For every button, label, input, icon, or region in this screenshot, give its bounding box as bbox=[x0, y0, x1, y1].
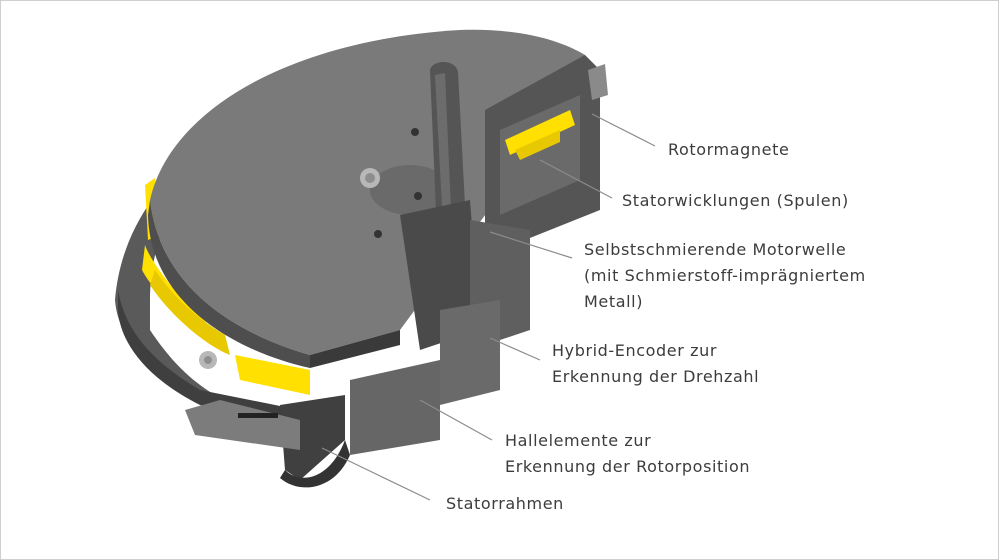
leader-statorwicklungen bbox=[539, 159, 613, 199]
stator-frame-base bbox=[280, 395, 345, 480]
leader-statorrahmen bbox=[321, 447, 431, 501]
winding-coil-bottom bbox=[235, 355, 310, 395]
rotor-cut-face bbox=[310, 330, 400, 368]
rotor-top-disc bbox=[150, 29, 585, 356]
pcb-pins bbox=[238, 413, 278, 418]
label-encoder: Hybrid-Encoder zur Erkennung der Drehzah… bbox=[552, 341, 760, 386]
leader-motorwelle bbox=[489, 231, 573, 259]
stator-outer-ring bbox=[115, 150, 220, 395]
label-hall: Hallelemente zur Erkennung der Rotorposi… bbox=[505, 431, 751, 476]
leader-hall bbox=[419, 399, 493, 441]
hole-top bbox=[411, 128, 419, 136]
winding-coil-right-lower bbox=[515, 130, 560, 160]
rotor-disc-edge bbox=[148, 200, 310, 368]
label-statorwicklungen: Statorwicklungen (Spulen) bbox=[622, 191, 849, 210]
label-statorrahmen: Statorrahmen bbox=[446, 494, 564, 513]
winding-coil-lower-left bbox=[150, 270, 230, 355]
rotor-magnet-tab bbox=[588, 64, 608, 100]
hole-hub bbox=[414, 192, 422, 200]
stator-frame-rim bbox=[280, 440, 350, 488]
pcb-board bbox=[185, 400, 300, 450]
hall-sensor-block bbox=[350, 360, 440, 455]
hole-bottom bbox=[374, 230, 382, 238]
rotor-hub bbox=[370, 165, 450, 215]
encoder-block bbox=[440, 300, 500, 405]
leader-lines bbox=[321, 113, 656, 501]
label-rotormagnete: Rotormagnete bbox=[668, 140, 790, 159]
leader-encoder bbox=[489, 337, 541, 361]
leader-rotormagnete bbox=[591, 113, 656, 147]
winding-coil-right bbox=[505, 110, 575, 155]
label-motorwelle: Selbstschmierende Motorwelle (mit Schmie… bbox=[584, 240, 866, 311]
